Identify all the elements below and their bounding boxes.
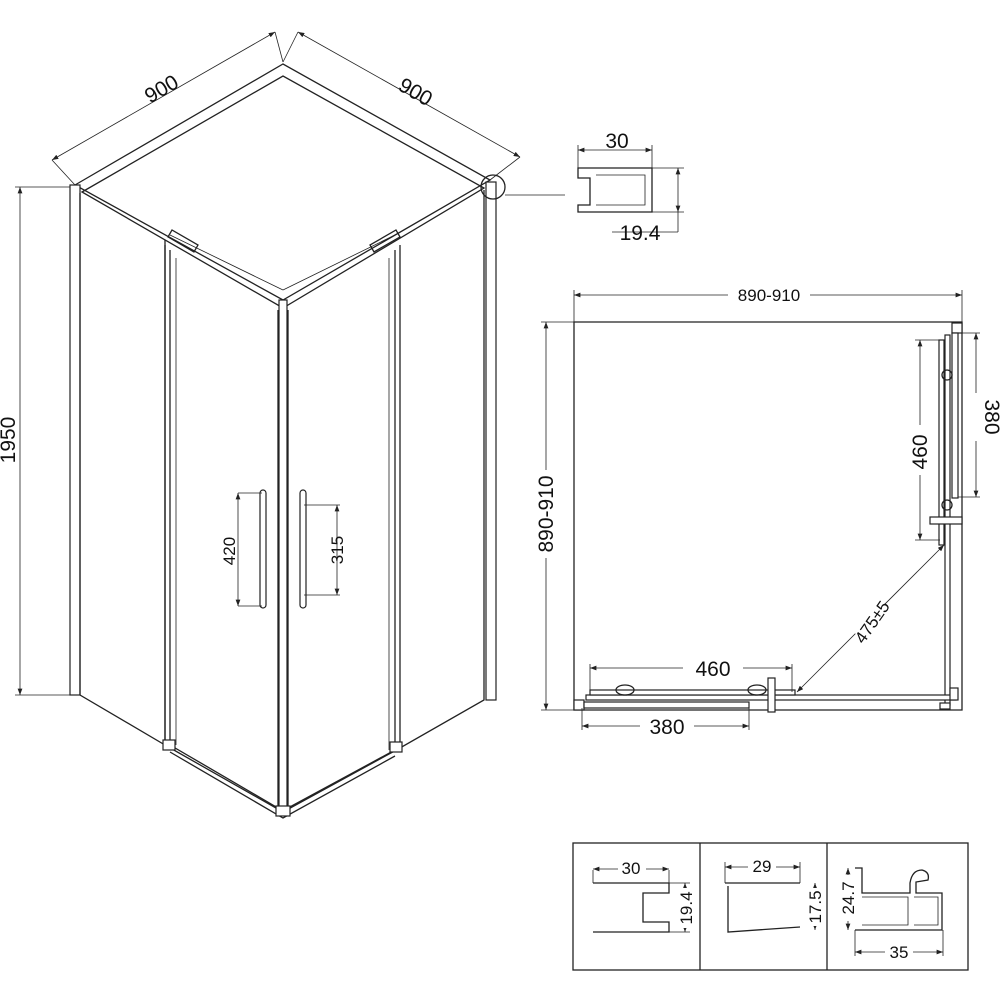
handle-right-label: 315 xyxy=(328,536,347,564)
profile-1-height: 19.4 xyxy=(677,891,696,924)
dimension-height: 1950 xyxy=(0,186,75,696)
dimension-width-left: 900 xyxy=(51,31,284,186)
profile-2: 29 17.5 xyxy=(724,856,825,933)
profile-2-width: 29 xyxy=(753,857,772,876)
plan-width-left-label: 890-910 xyxy=(535,475,558,552)
plan-door-right-label: 460 xyxy=(909,434,932,469)
plan-view: 890-910 890-910 460 380 xyxy=(532,283,1000,739)
profile-width-label: 30 xyxy=(605,130,628,153)
profile-1-width: 30 xyxy=(622,859,641,878)
width-left-label: 900 xyxy=(141,71,183,108)
plan-door-bottom-label: 460 xyxy=(695,658,730,681)
profile-1: 30 19.4 xyxy=(592,858,696,933)
profile-3-height: 24.7 xyxy=(839,881,858,914)
width-right-label: 900 xyxy=(394,74,436,111)
plan-width-top-label: 890-910 xyxy=(738,286,800,305)
profile-detail: 30 19.4 xyxy=(577,130,684,245)
isometric-view: 900 900 1950 xyxy=(0,31,565,819)
plan-fixed-right-label: 380 xyxy=(980,399,1000,434)
profile-depth-label: 19.4 xyxy=(620,222,661,245)
height-label: 1950 xyxy=(0,417,20,464)
profile-3-width: 35 xyxy=(890,943,909,962)
plan-fixed-bottom-label: 380 xyxy=(649,716,684,739)
handle-left-label: 420 xyxy=(220,537,239,565)
detail-callout-circle xyxy=(480,174,506,200)
profile-3: 24.7 35 xyxy=(838,867,944,962)
profile-2-height-label: 17.5 xyxy=(806,890,825,923)
profiles-table: 30 19.4 29 17.5 24.7 xyxy=(572,842,969,971)
dimension-width-right: 900 xyxy=(282,31,521,181)
handle-right: 315 xyxy=(299,489,347,609)
handle-left: 420 xyxy=(220,489,267,609)
